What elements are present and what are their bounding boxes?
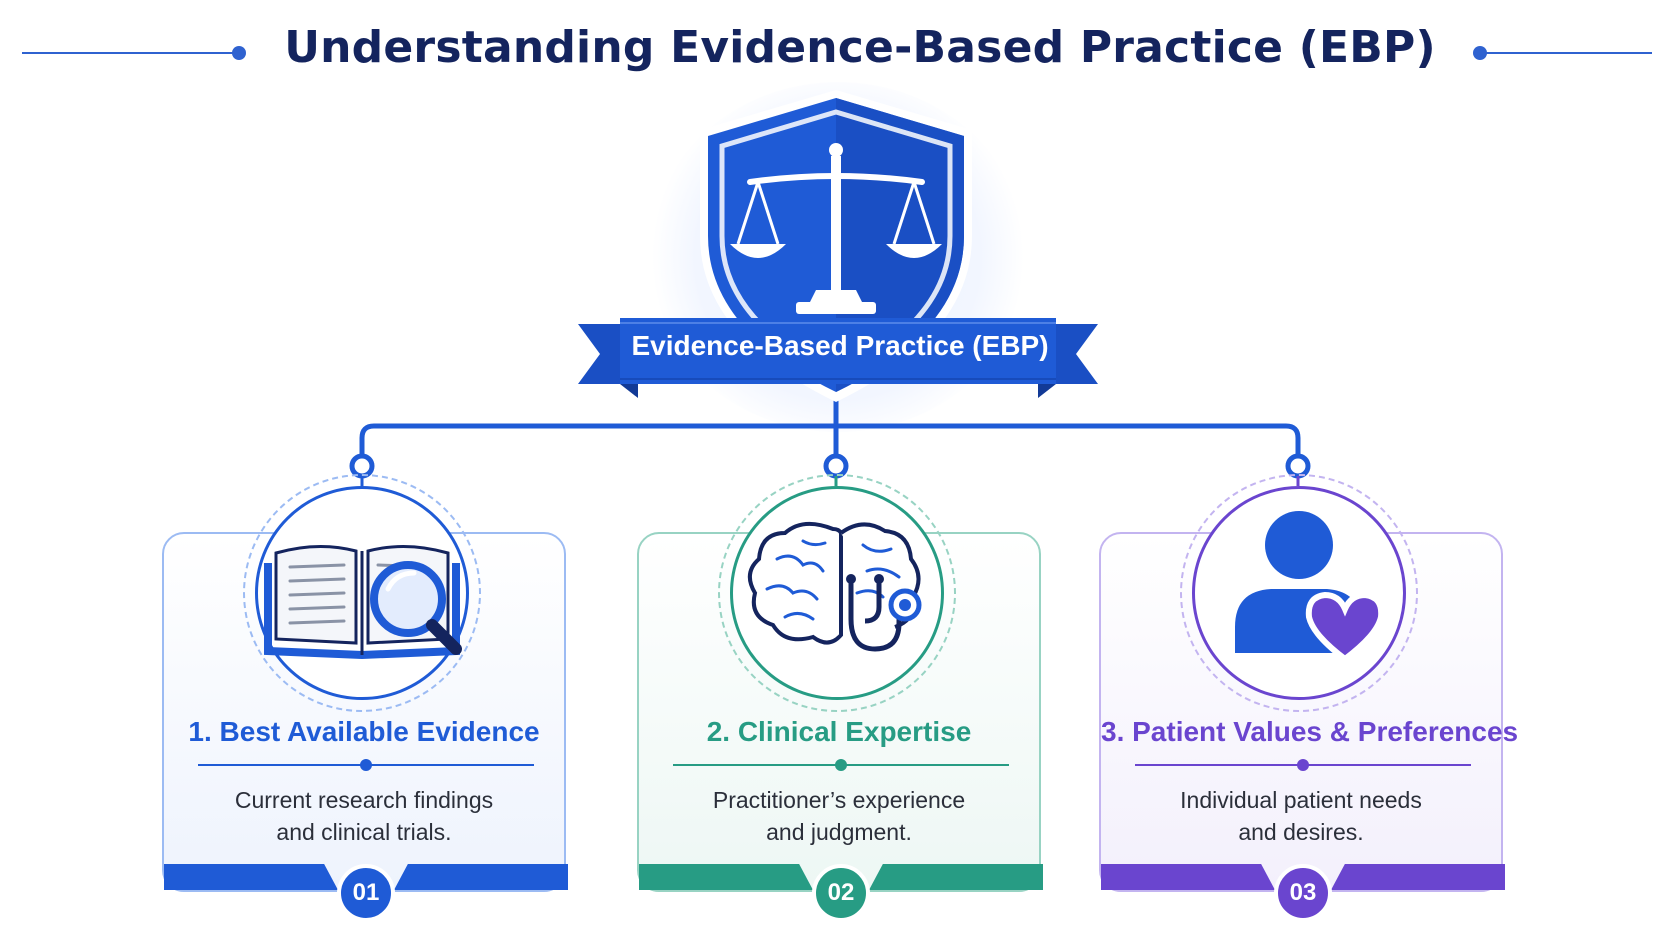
pillar-description: Practitioner’s experience and judgment. — [639, 784, 1039, 848]
icon-circle — [255, 486, 469, 700]
pillar-description-line: and desires. — [1238, 819, 1364, 845]
pillar-rule-dot — [360, 759, 372, 771]
pillar-card-best-evidence: 1. Best Available Evidence Current resea… — [162, 532, 568, 922]
patient-heart-icon — [1235, 511, 1385, 663]
pillar-description-line: Individual patient needs — [1180, 787, 1422, 813]
pillar-description-line: Practitioner’s experience — [712, 787, 966, 813]
pillar-description-line: Current research findings — [234, 787, 494, 813]
title-row: Understanding Evidence-Based Practice (E… — [0, 18, 1672, 88]
pillar-number-badge: 01 — [337, 864, 395, 922]
pillar-rule-dot — [835, 759, 847, 771]
pillar-band — [164, 864, 568, 890]
pillar-title: 1. Best Available Evidence — [188, 716, 540, 747]
page-title: Understanding Evidence-Based Practice (E… — [284, 22, 1436, 73]
pillar-title: 3. Patient Values & Preferences — [1101, 716, 1519, 747]
pillar-band — [1101, 864, 1505, 890]
pillar-band — [639, 864, 1043, 890]
icon-ring-dashed — [718, 474, 956, 712]
title-rule-dot-left — [232, 46, 246, 60]
icon-ring-dashed — [243, 474, 481, 712]
pillar-number-badge: 03 — [1274, 864, 1332, 922]
pillar-description: Individual patient needs and desires. — [1101, 784, 1501, 848]
pillar-number-badge: 02 — [812, 864, 870, 922]
hub-ribbon — [578, 318, 1098, 398]
icon-circle — [1192, 486, 1406, 700]
pillar-title: 2. Clinical Expertise — [706, 716, 972, 747]
pillar-rule-dot — [1297, 759, 1309, 771]
brain-stethoscope-icon — [747, 521, 922, 652]
pillar-description: Current research findings and clinical t… — [164, 784, 564, 848]
book-magnifier-icon — [264, 545, 462, 660]
title-rule-right — [1480, 52, 1652, 54]
icon-ring-dashed — [1180, 474, 1418, 712]
pillar-card-patient-values: 3. Patient Values & Preferences Individu… — [1099, 532, 1519, 922]
hub-label: Evidence-Based Practice (EBP) — [631, 330, 1049, 361]
title-rule-left — [22, 52, 240, 54]
pillar-description-line: and clinical trials. — [276, 819, 452, 845]
icon-circle — [730, 486, 944, 700]
pillar-description-line: and judgment. — [766, 819, 912, 845]
